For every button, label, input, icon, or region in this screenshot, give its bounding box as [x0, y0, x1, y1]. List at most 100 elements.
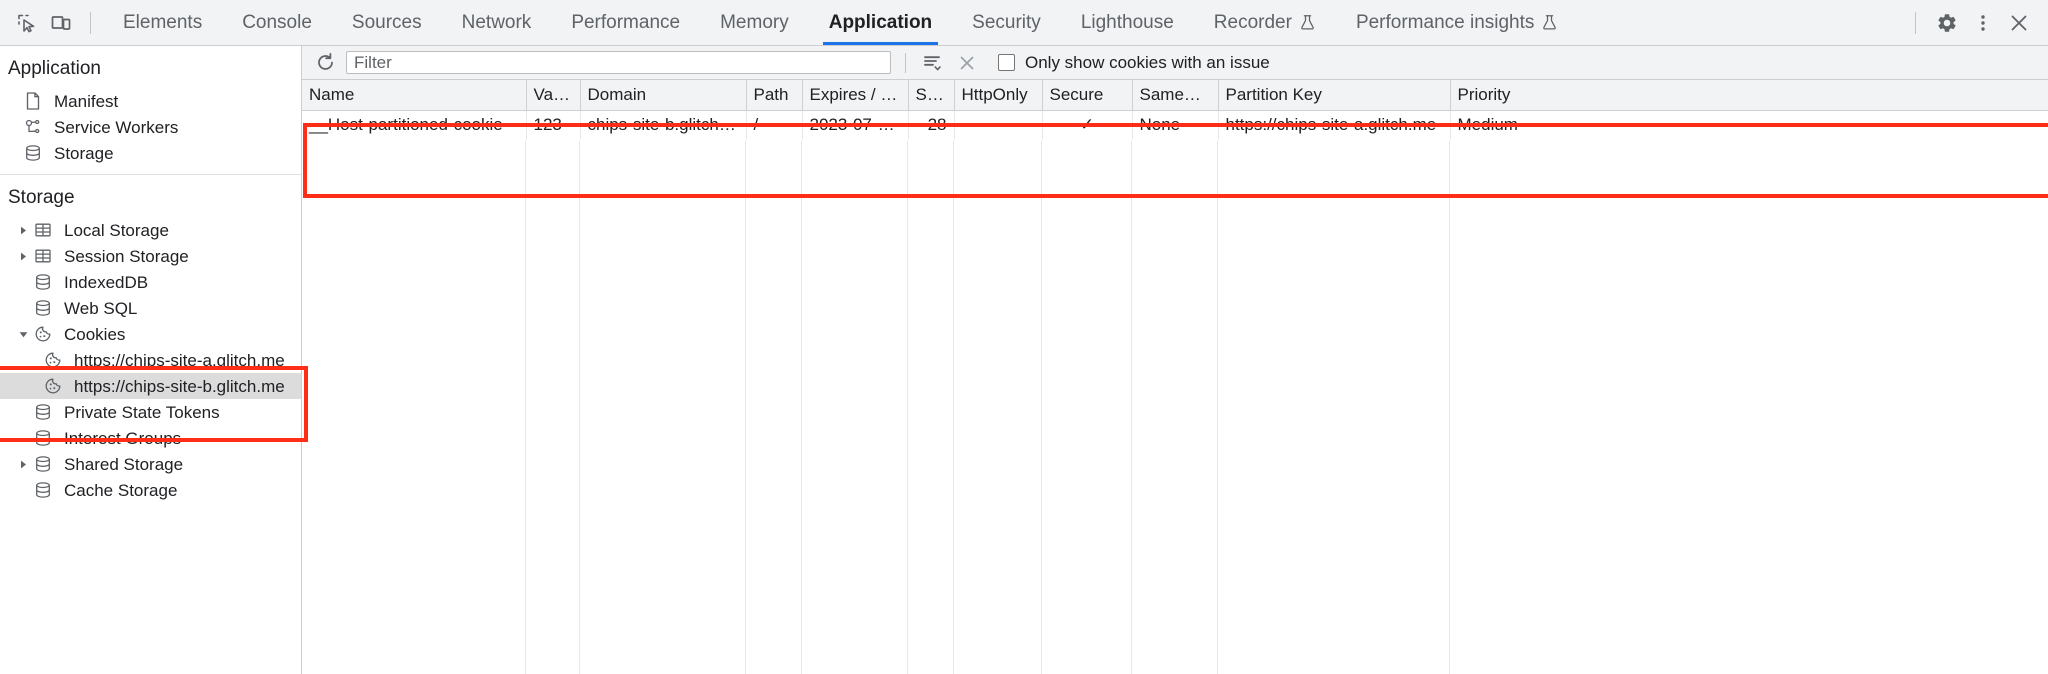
column-header-value[interactable]: Value — [526, 80, 581, 111]
cell-name: __Host-partitioned-cookie — [302, 110, 527, 140]
tab-elements[interactable]: Elements — [103, 0, 222, 45]
tab-sources[interactable]: Sources — [332, 0, 442, 45]
sidebar-item-cookies-chips-site-a[interactable]: https://chips-site-a.glitch.me — [0, 347, 301, 373]
sidebar-item-shared-storage[interactable]: Shared Storage — [0, 451, 301, 477]
tab-memory[interactable]: Memory — [700, 0, 809, 45]
tab-lighthouse[interactable]: Lighthouse — [1061, 0, 1194, 45]
sidebar-item-manifest[interactable]: Manifest — [0, 88, 301, 114]
sidebar-item-cookies-chips-site-b[interactable]: https://chips-site-b.glitch.me — [0, 373, 301, 399]
only-show-cookies-with-issue-checkbox[interactable]: Only show cookies with an issue — [998, 53, 1270, 73]
sidebar-section-title-storage: Storage — [8, 187, 75, 208]
database-icon — [22, 142, 44, 164]
column-header-priority[interactable]: Priority — [1450, 80, 2048, 111]
table-header-row: Name Value Domain Path Expires / M… Size… — [302, 80, 2048, 111]
sidebar-item-label: Web SQL — [64, 298, 138, 318]
service-workers-icon — [22, 116, 44, 138]
tab-label: Performance — [571, 11, 681, 33]
column-header-name[interactable]: Name — [302, 80, 527, 111]
filterbar-divider — [905, 52, 906, 73]
sidebar-item-label: Service Workers — [54, 117, 179, 137]
cookies-table-container: Name Value Domain Path Expires / M… Size… — [302, 80, 2048, 674]
manifest-file-icon — [22, 90, 44, 112]
toolbar-right-actions — [1903, 6, 2040, 40]
cell-samesite: None — [1132, 110, 1219, 140]
search-input[interactable] — [346, 51, 891, 74]
sidebar-item-session-storage[interactable]: Session Storage — [0, 243, 301, 269]
sidebar-item-label: Local Storage — [64, 220, 169, 240]
clear-x-icon[interactable] — [954, 50, 980, 76]
tab-security[interactable]: Security — [952, 0, 1061, 45]
cell-path: / — [746, 110, 803, 140]
tab-label: Sources — [351, 11, 422, 33]
column-header-secure[interactable]: Secure — [1042, 80, 1133, 111]
sidebar-item-label: Session Storage — [64, 246, 189, 266]
sidebar-item-label: IndexedDB — [64, 272, 149, 292]
sidebar-item-local-storage[interactable]: Local Storage — [0, 217, 301, 243]
toolbar-right-divider — [1915, 11, 1916, 34]
column-header-httponly[interactable]: HttpOnly — [954, 80, 1043, 111]
devtools-tab-list: Elements Console Sources Network Perform… — [103, 0, 1578, 45]
close-icon[interactable] — [2002, 6, 2036, 40]
column-header-samesite[interactable]: SameSite — [1132, 80, 1219, 111]
sidebar-section-title-application: Application — [8, 58, 101, 79]
sidebar-item-label: https://chips-site-a.glitch.me — [74, 350, 285, 370]
column-header-size[interactable]: Size — [908, 80, 955, 111]
column-header-partition-key[interactable]: Partition Key — [1218, 80, 1451, 111]
chevron-right-icon[interactable] — [14, 459, 32, 470]
cell-secure: ✓ — [1042, 110, 1133, 140]
cookies-panel: Only show cookies with an issue Name Val… — [302, 46, 2048, 674]
column-header-path[interactable]: Path — [746, 80, 803, 111]
sidebar-item-storage[interactable]: Storage — [0, 140, 301, 166]
sidebar-item-label: Shared Storage — [64, 454, 184, 474]
tab-performance-insights[interactable]: Performance insights — [1336, 0, 1578, 45]
sidebar-item-web-sql[interactable]: Web SQL — [0, 295, 301, 321]
cell-partition-key: https://chips-site-a.glitch.me — [1218, 110, 1451, 140]
sidebar-item-service-workers[interactable]: Service Workers — [0, 114, 301, 140]
tab-label: Network — [461, 11, 532, 33]
tab-recorder[interactable]: Recorder — [1194, 0, 1336, 45]
cookie-icon — [42, 349, 64, 371]
chevron-right-icon[interactable] — [14, 251, 32, 262]
checkbox-box[interactable] — [998, 54, 1015, 71]
database-icon — [32, 479, 54, 501]
cookie-icon — [42, 375, 64, 397]
chevron-down-icon[interactable] — [14, 329, 32, 340]
inspect-element-icon[interactable] — [10, 6, 44, 40]
empty-column-rules — [302, 141, 2048, 674]
devtools-body: Application Manifest — [0, 46, 2048, 674]
sidebar-item-cookies[interactable]: Cookies — [0, 321, 301, 347]
refresh-icon[interactable] — [312, 50, 338, 76]
table-grid-icon — [32, 219, 54, 241]
tab-application[interactable]: Application — [809, 0, 952, 45]
cell-expires: 2023-07-07… — [802, 110, 909, 140]
sidebar-item-cache-storage[interactable]: Cache Storage — [0, 477, 301, 503]
filter-list-icon[interactable] — [920, 50, 946, 76]
database-icon — [32, 453, 54, 475]
column-header-expires[interactable]: Expires / M… — [802, 80, 909, 111]
table-row[interactable]: __Host-partitioned-cookie 123 chips-site… — [302, 110, 2048, 140]
gear-icon[interactable] — [1930, 6, 1964, 40]
cell-size: 28 — [908, 110, 955, 140]
sidebar-item-label: Interest Groups — [64, 428, 182, 448]
cell-httponly — [954, 110, 1043, 140]
cell-value: 123 — [526, 110, 581, 140]
device-toolbar-icon[interactable] — [44, 6, 78, 40]
cookies-table: Name Value Domain Path Expires / M… Size… — [302, 80, 2048, 140]
cell-priority: Medium — [1450, 110, 2048, 140]
devtools-main-toolbar: Elements Console Sources Network Perform… — [0, 0, 2048, 46]
experiment-flask-icon — [1541, 14, 1558, 31]
cookies-filter-toolbar: Only show cookies with an issue — [302, 46, 2048, 80]
sidebar-item-interest-groups[interactable]: Interest Groups — [0, 425, 301, 451]
sidebar-item-indexeddb[interactable]: IndexedDB — [0, 269, 301, 295]
tab-console[interactable]: Console — [222, 0, 332, 45]
database-icon — [32, 297, 54, 319]
tab-network[interactable]: Network — [442, 0, 552, 45]
kebab-menu-icon[interactable] — [1966, 6, 2000, 40]
toolbar-divider — [90, 11, 91, 34]
tab-label: Memory — [720, 11, 789, 33]
chevron-right-icon[interactable] — [14, 225, 32, 236]
sidebar-item-private-state-tokens[interactable]: Private State Tokens — [0, 399, 301, 425]
tab-performance[interactable]: Performance — [551, 0, 700, 45]
column-header-domain[interactable]: Domain — [580, 80, 747, 111]
